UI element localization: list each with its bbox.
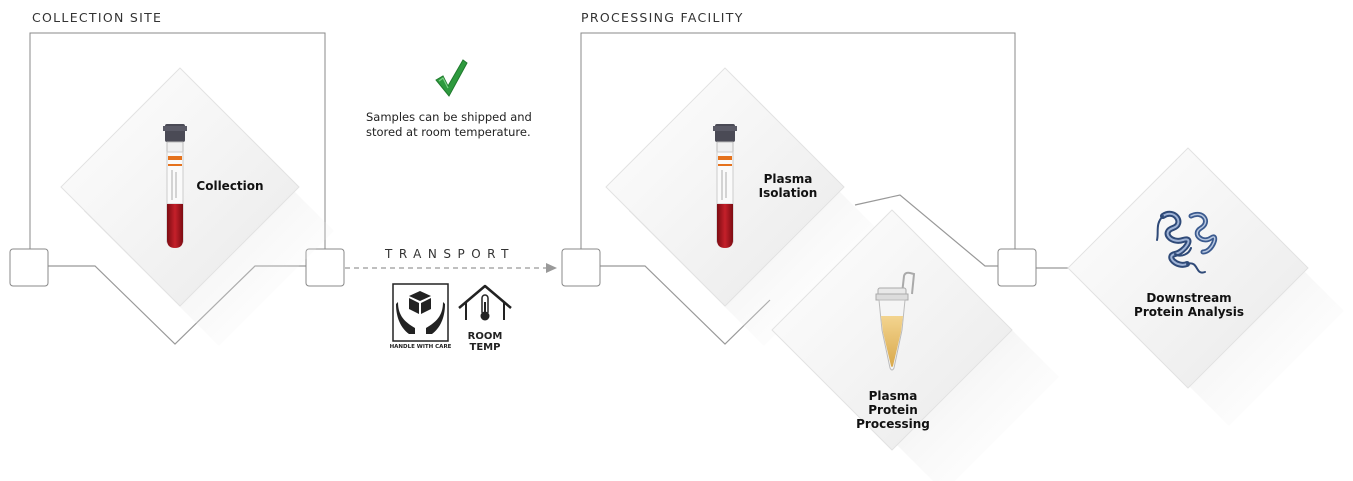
blood-tube-icon bbox=[713, 124, 737, 248]
collection-site-heading: COLLECTION SITE bbox=[32, 10, 163, 25]
handle-with-care-icon bbox=[392, 283, 449, 342]
isolation-connector bbox=[854, 194, 998, 267]
collection-card bbox=[60, 67, 334, 346]
processing-in-port bbox=[561, 248, 601, 287]
processing-facility-heading: PROCESSING FACILITY bbox=[581, 10, 744, 25]
house-thermometer-icon bbox=[458, 284, 512, 321]
collection-out-port bbox=[305, 248, 345, 287]
transport-arrowhead bbox=[546, 263, 557, 273]
plasma-protein-processing-label: Plasma Protein Processing bbox=[856, 389, 930, 431]
collection-site-frame bbox=[29, 32, 326, 250]
checkmark-icon bbox=[435, 59, 468, 97]
blood-tube-icon bbox=[163, 124, 187, 248]
protein-ribbon-icon bbox=[1156, 210, 1218, 274]
room-temperature-note: Samples can be shipped and stored at roo… bbox=[366, 110, 532, 139]
downstream-analysis-label: Downstream Protein Analysis bbox=[1134, 291, 1244, 319]
collection-in-port bbox=[9, 248, 49, 287]
downstream-analysis-card bbox=[1067, 147, 1344, 426]
transport-label: TRANSPORT bbox=[385, 247, 515, 261]
plasma-isolation-label: Plasma Isolation bbox=[758, 172, 818, 200]
microtube-icon bbox=[875, 271, 916, 371]
room-temp-caption: ROOM TEMP bbox=[467, 331, 503, 353]
processing-out-port bbox=[997, 248, 1037, 287]
handle-with-care-caption: HANDLE WITH CARE bbox=[389, 344, 452, 350]
collection-label: Collection bbox=[196, 179, 264, 193]
processing-facility-frame bbox=[580, 32, 1016, 250]
